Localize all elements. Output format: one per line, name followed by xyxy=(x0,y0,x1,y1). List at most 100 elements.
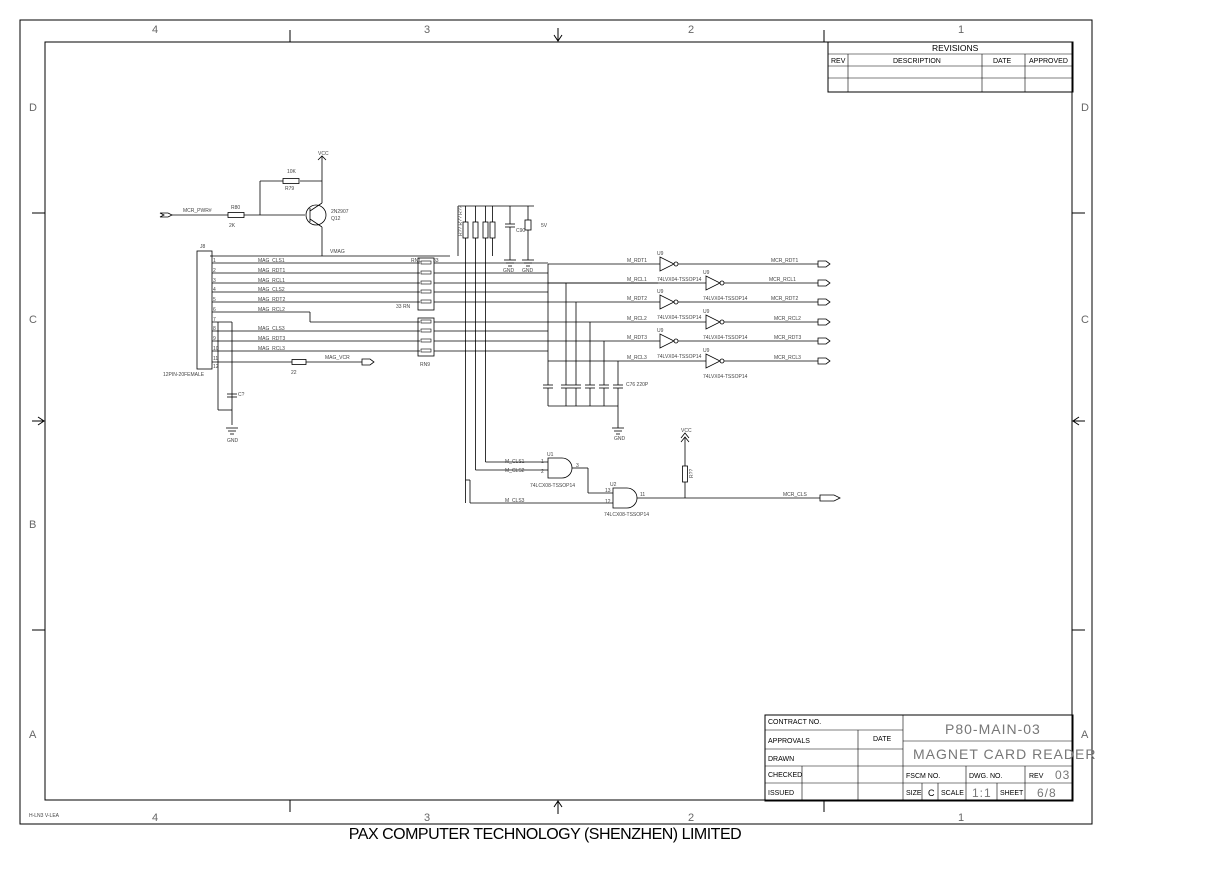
resistor-r79 xyxy=(282,178,300,184)
inv5-part: 74LVX04-TSSOP14 xyxy=(657,354,702,360)
tb-size-label: SIZE xyxy=(906,790,922,797)
inner-frame xyxy=(44,41,1073,801)
company-footer: PAX COMPUTER TECHNOLOGY (SHENZHEN) LIMIT… xyxy=(348,826,742,843)
vcc-symbol-output xyxy=(680,432,690,466)
inverter-5 xyxy=(659,333,679,349)
net-mag-rdt3: MAG_RDT3 xyxy=(258,336,285,342)
ground-symbol-j8 xyxy=(226,427,238,435)
inv5-ref: U9 xyxy=(657,328,664,334)
j8-name: 12PIN-20FEMALE xyxy=(163,372,205,378)
zone-top-1: 1 xyxy=(958,24,964,36)
net-m-rdt3: M_RDT3 xyxy=(627,335,647,341)
net-m-rcl3: M_RCL3 xyxy=(627,355,647,361)
transistor-q12 xyxy=(305,204,327,226)
title-block xyxy=(764,714,1074,802)
connector-j8 xyxy=(196,250,213,370)
inv4-ref: U9 xyxy=(703,309,710,315)
inverter-output-lines xyxy=(678,260,831,365)
inv6-part: 74LVX04-TSSOP14 xyxy=(703,374,748,380)
net-mcr-rdt2: MCR_RDT2 xyxy=(771,296,798,302)
tb-issued: ISSUED xyxy=(768,790,794,797)
r80-ref: R80 xyxy=(231,205,240,211)
zone-left-d: D xyxy=(29,102,37,114)
tb-sheet-label: SHEET xyxy=(1000,790,1024,797)
and-u1-ref: U1 xyxy=(547,452,554,458)
net-mcr-rdt3: MCR_RDT3 xyxy=(774,335,801,341)
net-mag-rdt1: MAG_RDT1 xyxy=(258,268,285,274)
pin-2: 2 xyxy=(213,268,216,274)
net-mcr-rcl1: MCR_RCL1 xyxy=(769,277,796,283)
revisions-title: REVISIONS xyxy=(932,43,979,53)
revisions-col-description: DESCRIPTION xyxy=(893,58,941,65)
q12-part: 2N2907 xyxy=(331,209,349,215)
net-m-cls2: M_CLS2 xyxy=(505,468,525,474)
zone-top-2: 2 xyxy=(688,24,694,36)
zone-left-c: C xyxy=(29,314,37,326)
resistor-vcr xyxy=(291,359,307,365)
zone-bottom-2: 2 xyxy=(688,812,694,824)
and-u2-pin12: 12 xyxy=(605,499,611,505)
pullup-r3 xyxy=(482,221,489,239)
gnd-j8-label: GND xyxy=(227,438,239,444)
five-v-label: 5V xyxy=(541,223,548,229)
resistor-network-bottom xyxy=(417,317,435,357)
tb-scale-label: SCALE xyxy=(941,790,964,797)
net-m-rcl2: M_RCL2 xyxy=(627,316,647,322)
zone-bottom-3: 3 xyxy=(424,812,430,824)
gnd-c90-label: GND xyxy=(503,268,515,274)
inverter-3 xyxy=(659,294,679,310)
ground-symbol-5v xyxy=(522,259,534,267)
pin-4: 4 xyxy=(213,287,216,293)
frame-zone-marks xyxy=(32,28,1085,814)
zone-right-a: A xyxy=(1081,729,1089,741)
rn-top-value: 33 xyxy=(433,258,439,264)
gnd-5v-label: GND xyxy=(522,268,534,274)
tb-rev-value: 03 xyxy=(1055,768,1070,782)
tb-scale-value: 1:1 xyxy=(972,786,992,800)
rn-bottom-elements xyxy=(420,319,432,353)
and-gate-u1 xyxy=(547,457,573,479)
connector-pin-lines xyxy=(212,262,420,363)
rn-bottom-ref: RN9 xyxy=(420,362,430,368)
rn-side-label: 33 RN xyxy=(396,304,411,310)
net-mag-rcl1: MAG_RCL1 xyxy=(258,278,285,284)
net-m-cls3: M_CLS3 xyxy=(505,498,525,504)
zone-bottom-1: 1 xyxy=(958,812,964,824)
inverter-4 xyxy=(705,314,725,330)
inv2-ref: U9 xyxy=(703,270,710,276)
zone-right-c: C xyxy=(1081,314,1089,326)
pwr-net-label: MCR_PWR# xyxy=(183,208,212,214)
net-m-cls1: M_CLS1 xyxy=(505,459,525,465)
net-mag-vcr: MAG_VCR xyxy=(325,355,350,361)
net-m-rcl1: M_RCL1 xyxy=(627,277,647,283)
pin-5: 5 xyxy=(213,297,216,303)
revisions-table xyxy=(827,41,1074,93)
vcr-port xyxy=(361,358,375,366)
inv2-part: 74LVX04-TSSOP14 xyxy=(703,296,748,302)
inv1-part: 74LVX04-TSSOP14 xyxy=(657,277,702,283)
vcr-resistor-value: 22 xyxy=(291,370,297,376)
rn-top-elements xyxy=(420,260,432,304)
tb-drawing-number: P80-MAIN-03 xyxy=(945,721,1041,737)
and-u1-pin2: 2 xyxy=(541,469,544,475)
net-mag-rcl2: MAG_RCL2 xyxy=(258,307,285,313)
rn-top-ref: RN1 xyxy=(411,258,421,264)
and-u1-pin1: 1 xyxy=(541,459,544,465)
tb-date: DATE xyxy=(873,736,891,743)
inv4-part: 74LVX04-TSSOP14 xyxy=(703,335,748,341)
tb-size-value: C xyxy=(928,788,935,798)
and-u2-part: 74LCX08-TSSOP14 xyxy=(604,512,649,518)
pwr-port xyxy=(159,212,173,218)
gnd-cap-bank-label: GND xyxy=(614,436,626,442)
resistor-r80 xyxy=(227,212,245,218)
ground-symbol-c90 xyxy=(504,259,516,267)
vcc-label: VCC xyxy=(318,151,329,157)
revisions-col-approved: APPROVED xyxy=(1029,58,1068,65)
rn-output-lines xyxy=(434,262,658,352)
pin-6: 6 xyxy=(213,307,216,313)
tb-sheet-value: 6/8 xyxy=(1037,786,1057,800)
revisions-col-rev: REV xyxy=(831,58,846,65)
cap-near-j8: C? xyxy=(238,392,245,398)
